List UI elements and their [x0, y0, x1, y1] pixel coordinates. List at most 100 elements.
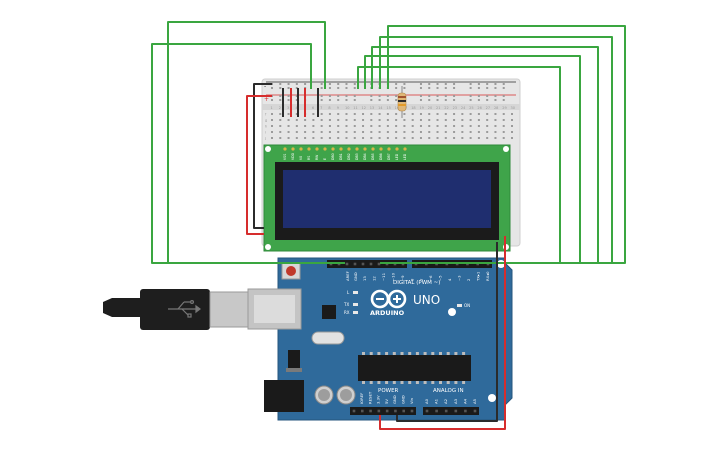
lcd-pin-label: RW — [315, 154, 319, 160]
wire-black-rail[interactable] — [253, 83, 272, 229]
reset-button[interactable] — [286, 266, 296, 276]
rail-hole — [279, 95, 282, 97]
chip-pin — [369, 352, 373, 355]
header-pin[interactable] — [377, 409, 381, 413]
chip-pin — [377, 381, 381, 384]
rail-hole — [279, 87, 282, 89]
lcd-pin[interactable] — [307, 147, 311, 151]
lcd-pin-label: DB1 — [339, 153, 343, 160]
power-header — [350, 407, 416, 415]
header-pin[interactable] — [353, 262, 357, 266]
breadboard-hole — [477, 137, 480, 139]
lcd-pin[interactable] — [315, 147, 319, 151]
lcd-pin[interactable] — [283, 147, 287, 151]
header-pin[interactable] — [435, 409, 438, 413]
breadboard-hole — [469, 131, 472, 133]
lcd-pin[interactable] — [371, 147, 375, 151]
lcd-pin[interactable] — [323, 147, 327, 151]
rail-hole — [477, 83, 480, 85]
header-pin[interactable] — [377, 262, 381, 266]
wire-green[interactable] — [167, 21, 345, 264]
tx-led — [353, 303, 358, 306]
lcd-pin[interactable] — [403, 147, 407, 151]
wires — [151, 21, 626, 430]
header-pin[interactable] — [385, 409, 389, 413]
lcd-pin[interactable] — [339, 147, 343, 151]
rail-hole — [419, 95, 422, 97]
lcd-pin[interactable] — [347, 147, 351, 151]
lcd-pin-label: LED — [403, 153, 407, 160]
lcd-pin[interactable] — [363, 147, 367, 151]
voltage-regulator — [288, 350, 300, 368]
usb-cable[interactable] — [103, 289, 249, 330]
breadboard-hole — [477, 119, 480, 121]
rail-hole — [378, 95, 381, 97]
column-number: 2 — [279, 106, 281, 110]
lcd-pin[interactable] — [395, 147, 399, 151]
column-number: 3 — [287, 106, 289, 110]
resistor-band — [398, 104, 406, 106]
breadboard-hole — [511, 131, 513, 133]
wire-black-gnd[interactable] — [396, 242, 498, 422]
header-pin[interactable] — [394, 409, 397, 413]
header-pin[interactable] — [464, 409, 467, 413]
rail-hole — [494, 87, 497, 89]
lcd-pin[interactable] — [291, 147, 295, 151]
breadboard-hole — [403, 113, 406, 115]
lcd-pin[interactable] — [331, 147, 335, 151]
breadboard-hole — [337, 137, 340, 139]
lcd-mount-hole — [265, 244, 271, 250]
chip-pin — [415, 352, 419, 355]
breadboard-hole — [353, 137, 356, 139]
rail-hole — [444, 83, 447, 85]
lcd-pin[interactable] — [387, 147, 391, 151]
lcd-pin-label: DB0 — [331, 153, 335, 160]
wire-green[interactable] — [387, 25, 626, 264]
resistor[interactable] — [397, 86, 407, 118]
rail-hole — [320, 83, 323, 85]
header-pin[interactable] — [402, 409, 406, 413]
rail-hole — [486, 99, 489, 101]
lcd-screen[interactable] — [283, 170, 491, 228]
header-pin[interactable] — [444, 409, 448, 413]
breadboard-hole — [403, 125, 406, 127]
lcd-pin-label: V0 — [299, 156, 303, 160]
column-number: 21 — [436, 106, 440, 110]
breadboard-hole — [362, 113, 365, 115]
breadboard-hole — [320, 125, 323, 127]
digital-pin-label: 13 — [362, 276, 367, 281]
breadboard-hole — [312, 113, 315, 115]
header-pin[interactable] — [410, 409, 414, 413]
lcd-pin[interactable] — [299, 147, 303, 151]
header-pin[interactable] — [345, 262, 349, 266]
analog-in-label: ANALOG IN — [433, 388, 464, 394]
wire-red-rail[interactable] — [246, 95, 272, 235]
lcd-pin-label: DB5 — [371, 153, 375, 160]
header-pin[interactable] — [369, 262, 373, 266]
chip-pin — [392, 352, 396, 355]
header-pin[interactable] — [361, 262, 365, 266]
arduino-uno[interactable]: ARDUINO UNO DIGITAL (PWM ~) ANALOG IN PO… — [247, 257, 513, 421]
lcd-pin[interactable] — [379, 147, 383, 151]
usb-plug-metal — [209, 291, 249, 328]
breadboard-hole — [486, 125, 489, 127]
wire-red-5v[interactable] — [379, 236, 506, 430]
rail-hole — [304, 83, 307, 85]
rail-hole — [279, 99, 282, 101]
header-pin[interactable] — [454, 409, 458, 413]
header-pin[interactable] — [360, 409, 364, 413]
breadboard-hole — [502, 113, 505, 115]
chip-pin — [362, 381, 365, 384]
header-pin[interactable] — [473, 409, 477, 413]
lcd-pin[interactable] — [355, 147, 359, 151]
chip-pin — [362, 352, 365, 355]
chip-pin — [423, 381, 427, 384]
column-number: 23 — [453, 106, 457, 110]
breadboard-hole — [469, 125, 472, 127]
usb-interface-chip — [322, 305, 336, 319]
header-pin[interactable] — [369, 409, 372, 413]
breadboard-hole — [436, 125, 439, 127]
header-pin[interactable] — [352, 409, 356, 413]
header-pin[interactable] — [425, 409, 429, 413]
